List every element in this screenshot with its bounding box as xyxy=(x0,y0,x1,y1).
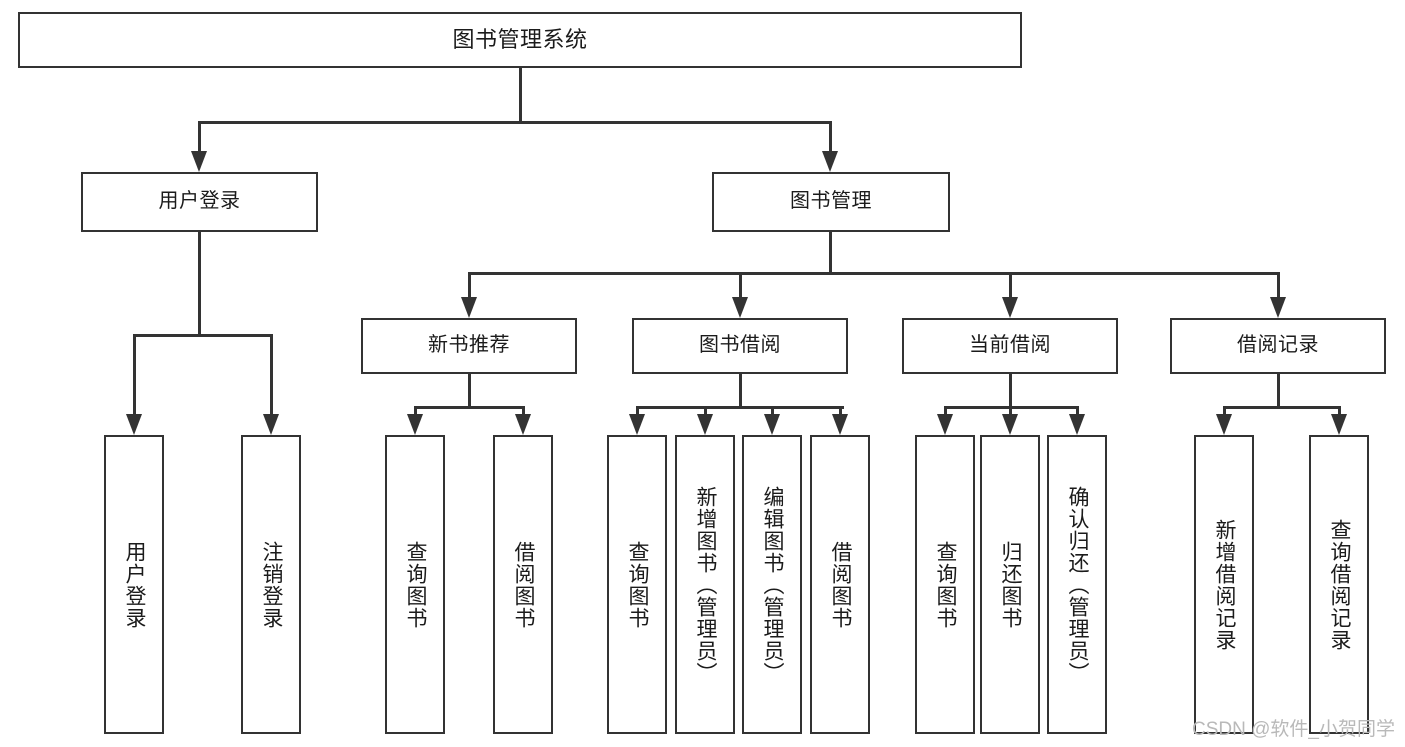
arrowhead-user-login-leaf-1 xyxy=(126,414,142,435)
edge-level2-distributor xyxy=(468,272,1279,275)
edge-level2-drop-4 xyxy=(1277,272,1280,297)
leaf-book-borrow-edit[interactable]: 编辑图书（管理员） xyxy=(742,435,802,734)
arrowhead-level2-3 xyxy=(1002,297,1018,318)
node-current-borrow-label: 当前借阅 xyxy=(969,334,1051,357)
leaf-current-borrow-confirm-label: 确认归还（管理员） xyxy=(1066,485,1090,684)
leaf-current-borrow-confirm[interactable]: 确认归还（管理员） xyxy=(1047,435,1107,734)
arrowhead-book-borrow-leaf-2 xyxy=(697,414,713,435)
arrowhead-current-borrow-leaf-2 xyxy=(1002,414,1018,435)
leaf-new-book-query[interactable]: 查询图书 xyxy=(385,435,445,734)
leaf-borrow-record-query-label: 查询借阅记录 xyxy=(1328,518,1352,651)
arrowhead-level2-2 xyxy=(732,297,748,318)
edge-new-book-drop-1 xyxy=(414,406,417,414)
leaf-new-book-query-label: 查询图书 xyxy=(404,540,428,629)
leaf-user-login-signout[interactable]: 注销登录 xyxy=(241,435,301,734)
arrowhead-new-book-leaf-2 xyxy=(515,414,531,435)
edge-book-borrow-stem xyxy=(739,374,742,406)
edge-book-manage-stem xyxy=(829,232,832,272)
edge-user-login-distributor xyxy=(133,334,272,337)
leaf-current-borrow-return[interactable]: 归还图书 xyxy=(980,435,1040,734)
leaf-current-borrow-return-label: 归还图书 xyxy=(999,540,1023,629)
node-user-login[interactable]: 用户登录 xyxy=(81,172,318,232)
edge-level2-drop-3 xyxy=(1009,272,1012,297)
leaf-user-login-signout-label: 注销登录 xyxy=(260,540,284,629)
arrowhead-to-user-login xyxy=(191,151,207,172)
edge-level2-drop-2 xyxy=(739,272,742,297)
leaf-book-borrow-query[interactable]: 查询图书 xyxy=(607,435,667,734)
leaf-borrow-record-query[interactable]: 查询借阅记录 xyxy=(1309,435,1369,734)
node-book-borrow-label: 图书借阅 xyxy=(699,334,781,357)
edge-level2-drop-1 xyxy=(468,272,471,297)
arrowhead-to-book-manage xyxy=(822,151,838,172)
edge-book-borrow-drop-2 xyxy=(704,406,707,414)
node-book-borrow[interactable]: 图书借阅 xyxy=(632,318,848,374)
node-book-manage-label: 图书管理 xyxy=(790,190,872,213)
arrowhead-borrow-record-leaf-1 xyxy=(1216,414,1232,435)
edge-user-login-drop-1 xyxy=(133,334,136,414)
arrowhead-book-borrow-leaf-1 xyxy=(629,414,645,435)
edge-current-borrow-drop-2 xyxy=(1009,406,1012,414)
edge-borrow-record-drop-2 xyxy=(1338,406,1341,414)
leaf-user-login-signin-label: 用户登录 xyxy=(123,540,147,629)
node-root-label: 图书管理系统 xyxy=(452,27,588,53)
arrowhead-level2-1 xyxy=(461,297,477,318)
edge-current-borrow-drop-3 xyxy=(1076,406,1079,414)
arrowhead-new-book-leaf-1 xyxy=(407,414,423,435)
edge-borrow-record-distributor xyxy=(1223,406,1340,409)
node-new-book-recommend-label: 新书推荐 xyxy=(428,334,510,357)
arrowhead-current-borrow-leaf-3 xyxy=(1069,414,1085,435)
edge-borrow-record-stem xyxy=(1277,374,1280,406)
edge-book-borrow-drop-1 xyxy=(636,406,639,414)
edge-user-login-drop-2 xyxy=(270,334,273,414)
leaf-new-book-borrow[interactable]: 借阅图书 xyxy=(493,435,553,734)
edge-book-borrow-drop-4 xyxy=(839,406,842,414)
leaf-user-login-signin[interactable]: 用户登录 xyxy=(104,435,164,734)
leaf-book-borrow-edit-label: 编辑图书（管理员） xyxy=(761,485,785,684)
edge-new-book-distributor xyxy=(414,406,524,409)
leaf-book-borrow-lend[interactable]: 借阅图书 xyxy=(810,435,870,734)
edge-to-user-login xyxy=(198,121,201,151)
leaf-book-borrow-add[interactable]: 新增图书（管理员） xyxy=(675,435,735,734)
node-user-login-label: 用户登录 xyxy=(158,190,241,213)
arrowhead-user-login-leaf-2 xyxy=(263,414,279,435)
arrowhead-level2-4 xyxy=(1270,297,1286,318)
edge-to-book-manage xyxy=(829,121,832,151)
leaf-current-borrow-query[interactable]: 查询图书 xyxy=(915,435,975,734)
edge-current-borrow-drop-1 xyxy=(944,406,947,414)
edge-borrow-record-drop-1 xyxy=(1223,406,1226,414)
edge-new-book-stem xyxy=(468,374,471,406)
node-current-borrow[interactable]: 当前借阅 xyxy=(902,318,1118,374)
edge-root-stem xyxy=(519,68,522,121)
leaf-book-borrow-query-label: 查询图书 xyxy=(626,540,650,629)
arrowhead-borrow-record-leaf-2 xyxy=(1331,414,1347,435)
arrowhead-current-borrow-leaf-1 xyxy=(937,414,953,435)
edge-new-book-drop-2 xyxy=(522,406,525,414)
node-book-manage[interactable]: 图书管理 xyxy=(712,172,950,232)
edge-current-borrow-stem xyxy=(1009,374,1012,406)
edge-user-login-stem xyxy=(198,232,201,334)
leaf-new-book-borrow-label: 借阅图书 xyxy=(512,540,536,629)
leaf-borrow-record-add[interactable]: 新增借阅记录 xyxy=(1194,435,1254,734)
node-root-system[interactable]: 图书管理系统 xyxy=(18,12,1022,68)
leaf-borrow-record-add-label: 新增借阅记录 xyxy=(1213,518,1237,651)
arrowhead-book-borrow-leaf-3 xyxy=(764,414,780,435)
leaf-book-borrow-lend-label: 借阅图书 xyxy=(829,540,853,629)
node-new-book-recommend[interactable]: 新书推荐 xyxy=(361,318,577,374)
node-borrow-record-label: 借阅记录 xyxy=(1237,334,1319,357)
leaf-current-borrow-query-label: 查询图书 xyxy=(934,540,958,629)
leaf-book-borrow-add-label: 新增图书（管理员） xyxy=(694,485,718,684)
node-borrow-record[interactable]: 借阅记录 xyxy=(1170,318,1386,374)
edge-book-borrow-distributor xyxy=(636,406,844,409)
edge-level1-distributor xyxy=(198,121,832,124)
arrowhead-book-borrow-leaf-4 xyxy=(832,414,848,435)
edge-book-borrow-drop-3 xyxy=(771,406,774,414)
